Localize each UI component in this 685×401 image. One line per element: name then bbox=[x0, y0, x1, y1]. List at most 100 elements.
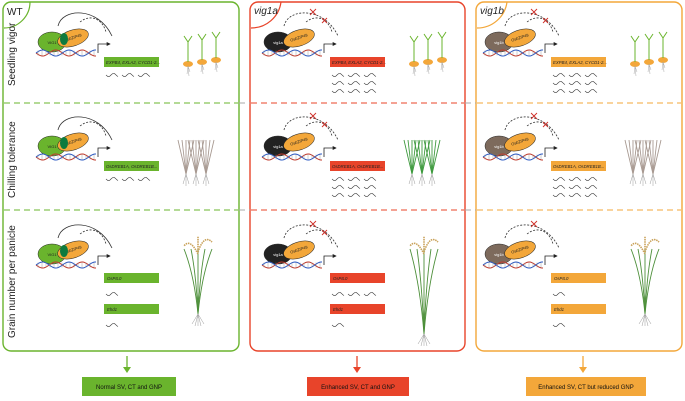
seedling-root bbox=[412, 65, 417, 77]
transcript-wave bbox=[347, 89, 361, 93]
partner-protein-label: OsbZIP49 bbox=[64, 244, 83, 255]
vig1a-header: vig1a bbox=[254, 6, 278, 17]
regulation-arc bbox=[504, 116, 560, 141]
transcript-wave bbox=[568, 193, 582, 197]
partner-protein-label: OsbZIP49 bbox=[290, 244, 309, 255]
wt-summary-box bbox=[82, 377, 176, 396]
wt-header: WT bbox=[7, 7, 23, 18]
seedling-leaf bbox=[409, 35, 419, 43]
seedling-leaf bbox=[644, 33, 654, 41]
rice-leaf bbox=[205, 139, 215, 175]
transcript-wave bbox=[331, 292, 345, 296]
transcript-wave bbox=[137, 73, 151, 77]
vig1b-column-frame bbox=[475, 1, 683, 352]
seed bbox=[183, 61, 193, 67]
gene-label: OsPIL0 bbox=[107, 276, 122, 281]
rice-leaf bbox=[201, 139, 207, 175]
row-label-grain-number: Grain number per panicle bbox=[7, 225, 18, 338]
transcript-wave bbox=[552, 185, 566, 189]
transcript-wave bbox=[363, 193, 377, 197]
transcript-wave bbox=[568, 81, 582, 85]
gene-label: EXPB4, EXLA2, CYCD1-2... bbox=[106, 60, 160, 65]
wt-summary-text: Normal SV, CT and GNP bbox=[96, 385, 162, 391]
transcript-wave bbox=[552, 292, 566, 296]
transcript-wave bbox=[331, 81, 345, 85]
seedling-leaf bbox=[211, 31, 221, 39]
gene-box bbox=[330, 57, 385, 67]
vig1a-summary-text: Enhanced SV, CT and GNP bbox=[321, 385, 395, 391]
transcript-wave bbox=[331, 193, 345, 197]
seedling-root bbox=[633, 65, 638, 77]
cross-mark bbox=[321, 17, 328, 24]
gene-label: OsDREB1A, OsDREB1B... bbox=[553, 164, 604, 169]
rice-leaf bbox=[648, 139, 654, 175]
vig1-protein-label: VIG1 bbox=[47, 252, 57, 257]
gene-label: OsPIL0 bbox=[554, 276, 569, 281]
cross-mark bbox=[530, 220, 538, 228]
transcript-wave bbox=[552, 81, 566, 85]
binding-domain bbox=[60, 137, 68, 149]
rice-root bbox=[639, 173, 647, 186]
partner-protein-label: OsbZIP49 bbox=[64, 136, 83, 147]
rice-leaf bbox=[634, 139, 644, 175]
vig1-protein-label: vig1b bbox=[494, 252, 504, 257]
regulation-arc bbox=[504, 12, 560, 37]
transcript-wave bbox=[552, 89, 566, 93]
seedling-root bbox=[214, 61, 219, 73]
transcript-wave bbox=[363, 73, 377, 77]
transcript-wave bbox=[331, 177, 345, 181]
cross-mark bbox=[309, 8, 317, 16]
regulation-arc bbox=[283, 224, 339, 249]
transcript-wave bbox=[347, 193, 361, 197]
rice-leaf bbox=[638, 139, 644, 175]
gene-box bbox=[104, 57, 159, 67]
regulation-arc bbox=[283, 12, 339, 37]
rice-root bbox=[182, 173, 190, 186]
vig1b-summary-text: Enhanced SV, CT but reduced GNP bbox=[538, 385, 633, 391]
vig1-protein-label: vig1a bbox=[273, 252, 283, 257]
transcript-wave bbox=[568, 89, 582, 93]
gene-box bbox=[330, 273, 385, 283]
wt-header-arc bbox=[3, 1, 31, 29]
rice-leaf bbox=[197, 139, 207, 175]
partner-protein-label: OsbZIP49 bbox=[290, 32, 309, 43]
seedling-root bbox=[647, 63, 652, 75]
seed bbox=[197, 59, 207, 65]
gene-label: Ehd1 bbox=[554, 307, 565, 312]
vig1-protein-label: vig1b bbox=[494, 144, 504, 149]
regulation-arc bbox=[57, 12, 113, 37]
vig1b-header-arc bbox=[476, 1, 508, 29]
rice-leaf bbox=[417, 139, 423, 175]
cross-mark bbox=[542, 121, 549, 128]
gene-box bbox=[104, 161, 159, 171]
transcript-wave bbox=[331, 73, 345, 77]
seedling-root bbox=[426, 63, 431, 75]
transcript-wave bbox=[584, 193, 598, 197]
seedling-root bbox=[440, 61, 445, 73]
partner-protein bbox=[283, 240, 315, 260]
cross-mark bbox=[542, 17, 549, 24]
transcript-wave bbox=[105, 292, 119, 296]
promoter-arrow bbox=[544, 254, 558, 265]
rice-leaf bbox=[181, 139, 187, 175]
partner-protein-label: OsbZIP49 bbox=[511, 32, 530, 43]
panicle-grains bbox=[409, 236, 439, 255]
transcript-wave bbox=[331, 185, 345, 189]
cross-mark bbox=[530, 112, 538, 120]
rice-leaf bbox=[644, 139, 654, 175]
transcript-wave bbox=[363, 292, 377, 296]
transcript-wave bbox=[105, 73, 119, 77]
cross-mark bbox=[321, 121, 328, 128]
partner-protein bbox=[283, 28, 315, 48]
gene-box bbox=[330, 161, 385, 171]
seed bbox=[423, 59, 433, 65]
transcript-wave bbox=[552, 73, 566, 77]
gene-box bbox=[551, 57, 606, 67]
partner-protein-label: OsbZIP49 bbox=[64, 32, 83, 43]
